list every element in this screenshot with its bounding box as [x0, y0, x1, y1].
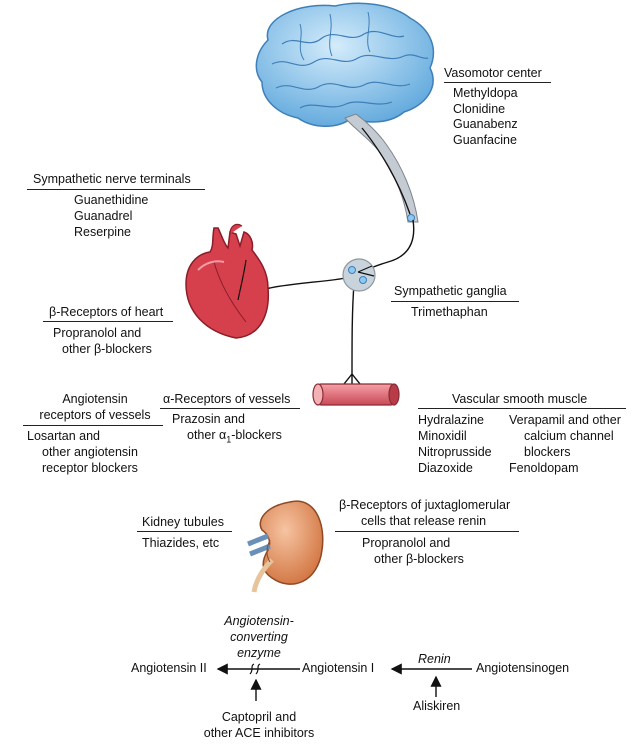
- vasomotor-title: Vasomotor center: [444, 66, 542, 80]
- ace-label-2: converting: [230, 630, 288, 644]
- drug-diazoxide: Diazoxide: [418, 461, 473, 475]
- alpha1-prefix: other α: [187, 428, 227, 442]
- drug-alpha1-blockers: other α1-blockers: [187, 428, 282, 448]
- drug-fenoldopam: Fenoldopam: [509, 461, 579, 475]
- angiotensin-receptors-title-1: Angiotensin: [62, 392, 128, 406]
- angiotensin-i: Angiotensin I: [302, 661, 375, 675]
- vessel-illustration: [312, 383, 400, 406]
- drug-trimethaphan: Trimethaphan: [411, 305, 488, 319]
- drug-propranolol-jg: Propranolol and: [362, 536, 451, 550]
- beta-jg-title-2: cells that release renin: [361, 514, 487, 528]
- beta-jg-rule: [335, 531, 519, 532]
- beta-heart-title: β-Receptors of heart: [49, 305, 164, 319]
- drug-captopril: Captopril and: [221, 710, 297, 724]
- drug-clonidine: Clonidine: [453, 102, 506, 116]
- alpha-vessels-rule: [160, 408, 300, 409]
- alpha-vessels-title: α-Receptors of vessels: [163, 392, 291, 406]
- beta-jg-title-1: β-Receptors of juxtaglomerular: [339, 498, 511, 512]
- sympathetic-terminals-title: Sympathetic nerve terminals: [33, 172, 191, 186]
- drug-ccb-blockers: blockers: [524, 445, 571, 459]
- drug-guanethidine: Guanethidine: [74, 193, 149, 207]
- heart-illustration: [185, 223, 270, 339]
- drug-thiazides: Thiazides, etc: [142, 536, 220, 550]
- angiotensin-receptors-title-2: receptors of vessels: [39, 408, 151, 422]
- drug-minoxidil: Minoxidil: [418, 429, 467, 443]
- drug-guanadrel: Guanadrel: [74, 209, 133, 223]
- spinal-cord: [344, 113, 419, 223]
- drug-verapamil: Verapamil and other: [509, 413, 621, 427]
- alpha1-subscript: 1: [226, 434, 232, 445]
- ganglion-illustration: [342, 258, 376, 292]
- drug-losartan: Losartan and: [27, 429, 100, 443]
- sympathetic-terminals-rule: [27, 189, 205, 190]
- drug-propranolol-heart: Propranolol and: [53, 326, 142, 340]
- drug-guanfacine: Guanfacine: [453, 133, 517, 147]
- nerve-pathways: [243, 219, 415, 385]
- drug-prazosin: Prazosin and: [172, 412, 245, 426]
- drug-nitroprusside: Nitroprusside: [418, 445, 492, 459]
- raas-arrows: [216, 663, 472, 701]
- drug-methyldopa: Methyldopa: [453, 86, 518, 100]
- drug-other-angiotensin: other angiotensin: [42, 445, 138, 459]
- vsm-title: Vascular smooth muscle: [452, 392, 588, 406]
- renin-label: Renin: [418, 652, 451, 666]
- kidney-tubules-title: Kidney tubules: [142, 515, 225, 529]
- ace-label-1: Angiotensin-: [224, 614, 294, 628]
- drug-receptor-blockers: receptor blockers: [42, 461, 138, 475]
- drug-ace-inhibitors: other ACE inhibitors: [203, 726, 315, 740]
- kidney-tubules-rule: [137, 531, 232, 532]
- drug-reserpine: Reserpine: [74, 225, 131, 239]
- beta-heart-rule: [43, 321, 173, 322]
- ganglia-rule: [391, 301, 519, 302]
- angiotensinogen: Angiotensinogen: [476, 661, 570, 675]
- drug-guanabenz: Guanabenz: [453, 117, 518, 131]
- brain-illustration: [255, 2, 435, 127]
- alpha1-suffix: -blockers: [231, 428, 282, 442]
- vasomotor-rule: [444, 82, 551, 83]
- angiotensin-ii: Angiotensin II: [131, 661, 207, 675]
- ace-block-mark: [249, 663, 261, 675]
- angiotensin-receptors-rule: [23, 425, 163, 426]
- drug-hydralazine: Hydralazine: [418, 413, 485, 427]
- drug-beta-blockers-heart: other β-blockers: [62, 342, 152, 356]
- drug-aliskiren: Aliskiren: [413, 699, 461, 713]
- drug-calcium-channel: calcium channel: [524, 429, 614, 443]
- ganglia-title: Sympathetic ganglia: [394, 284, 507, 298]
- drug-beta-blockers-jg: other β-blockers: [374, 552, 464, 566]
- ace-label-3: enzyme: [237, 646, 281, 660]
- vsm-rule: [418, 408, 626, 409]
- kidney-illustration: [247, 500, 324, 593]
